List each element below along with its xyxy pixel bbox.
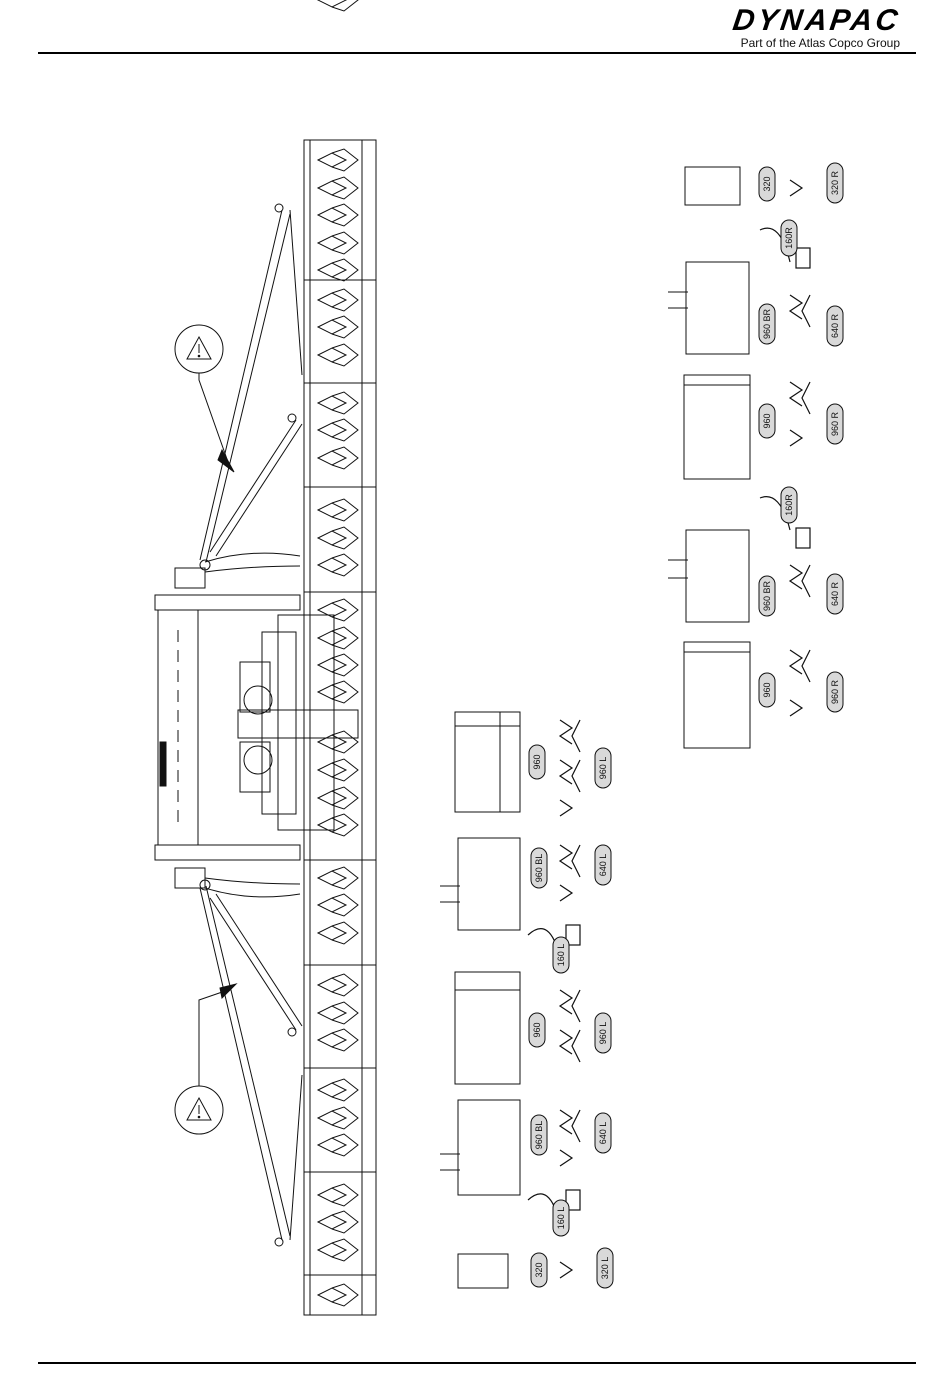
- part-label: 960 BL: [534, 854, 544, 883]
- part-label: 640 L: [598, 1122, 608, 1145]
- part-label: 960: [762, 413, 772, 428]
- part-label: 320 L: [600, 1257, 610, 1280]
- part-label: 960 BL: [534, 1121, 544, 1150]
- part-label: 640 R: [830, 313, 840, 338]
- part-label: 960 L: [598, 1022, 608, 1045]
- main-frame: [155, 568, 358, 888]
- part-label: 640 L: [598, 854, 608, 877]
- part-label: 960: [762, 682, 772, 697]
- lower-linkage: [200, 878, 302, 1246]
- part-label: 960 R: [830, 411, 840, 436]
- part-label: 960 L: [598, 757, 608, 780]
- warning-callout-bottom: [175, 984, 236, 1134]
- part-label: 640 R: [830, 581, 840, 606]
- part-label: 160 L: [556, 944, 566, 967]
- warning-callout-top: [175, 325, 234, 472]
- part-label: 320 R: [830, 170, 840, 195]
- part-label: 960: [532, 1022, 542, 1037]
- part-label: 160 L: [556, 1207, 566, 1230]
- part-label: 320: [762, 176, 772, 191]
- part-label: 960 R: [830, 679, 840, 704]
- part-label: 160R: [784, 494, 794, 516]
- tine-row: [318, 149, 358, 1306]
- part-label: 320: [534, 1262, 544, 1277]
- upper-linkage: [200, 204, 302, 572]
- part-label: 960 BR: [762, 580, 772, 611]
- part-label: 960 BR: [762, 308, 772, 339]
- part-label: 960: [532, 754, 542, 769]
- left-labels: 960 960 L 960 BL 640 L 160 L 960 960 L 9…: [529, 745, 613, 1288]
- part-label: 160R: [784, 227, 794, 249]
